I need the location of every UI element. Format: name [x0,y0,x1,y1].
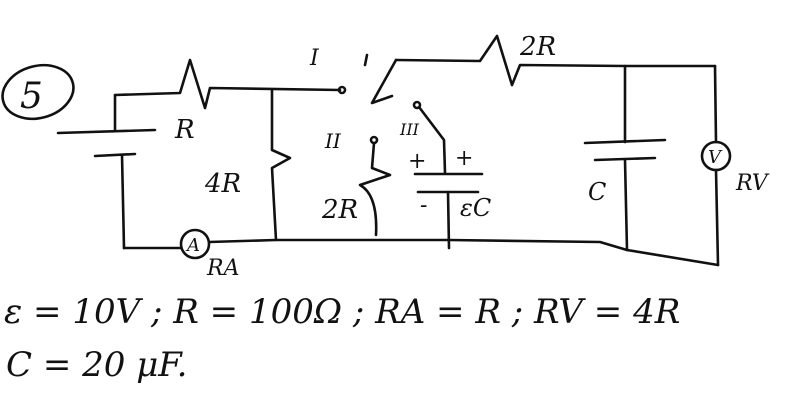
problem-number: 5 [20,76,43,117]
wire [417,105,447,175]
ammeter [179,228,211,260]
label-switch-3: III [399,120,420,139]
label-switch-1: I [309,46,320,71]
ammeter-symbol: A [185,235,200,256]
wire [120,153,126,250]
switch-mark [363,53,369,67]
label-rv: RV [735,171,770,196]
switch-blade [370,58,398,105]
resistor-2r-mid [358,141,392,237]
wire-bottom [207,238,720,267]
wire [713,64,720,267]
problem-number-circle [1,63,75,121]
label-switch-2: II [324,129,342,153]
voltmeter [700,140,732,172]
switch-terminal-3 [412,100,422,110]
voltmeter-symbol: V [708,147,723,168]
wire [623,158,629,252]
capacitor-plate-top [583,138,667,145]
label-ra: RA [206,256,239,281]
plus-right: + [455,146,473,171]
label-2r-mid: 2R [321,195,358,225]
label-2r-top: 2R [519,32,556,62]
given-values-line1: ε = 10V ; R = 100Ω ; RA = R ; RV = 4R [4,292,681,332]
label-r: R [174,115,195,145]
resistor-r [113,58,342,110]
given-values-line2: C = 20 μF. [6,345,188,385]
label-emf-c: εC [460,194,491,222]
plus-left: + [408,149,426,174]
label-capacitor: C [588,178,606,206]
wire [446,190,451,250]
battery-short-plate [93,152,137,158]
label-4r: 4R [204,169,241,199]
resistor-4r [270,88,292,242]
battery-long-plate [56,128,157,135]
switch-terminal-1 [337,85,347,95]
minus-left: - [420,193,427,218]
